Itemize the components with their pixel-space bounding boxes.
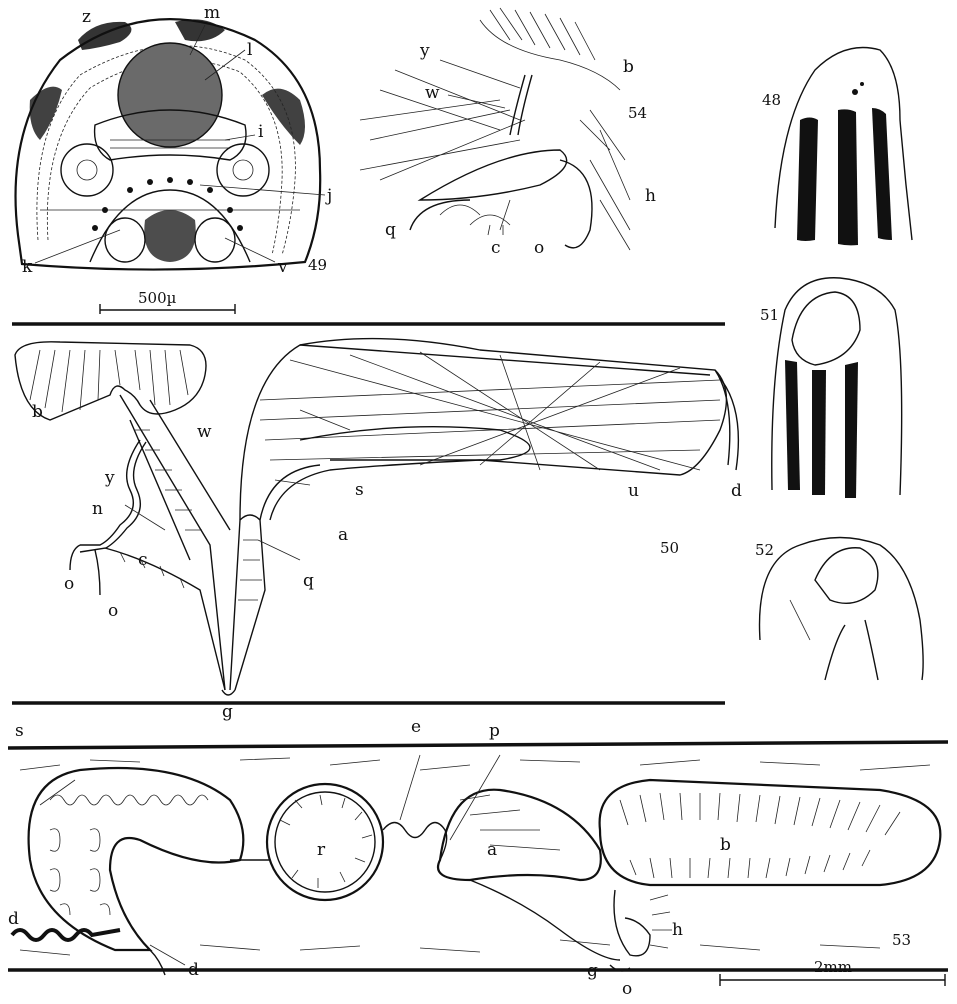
fig49-label-z: z: [82, 7, 91, 27]
figure-51: 51: [760, 278, 902, 498]
fig53-label-h: h: [672, 920, 683, 940]
fig54-number: 54: [628, 104, 647, 122]
fig54-label-b: b: [623, 57, 634, 77]
fig53-label-e: e: [411, 717, 421, 737]
fig53-label-d1: d: [8, 909, 19, 929]
fig54-label-c: c: [491, 238, 501, 258]
fig53-scale-label: 2mm: [814, 958, 852, 976]
fig54-label-h: h: [645, 186, 656, 206]
fig49-label-j: j: [325, 186, 332, 206]
fig53-label-o: o: [622, 979, 632, 999]
fig54-label-q: q: [385, 220, 396, 240]
fig53-label-a: a: [487, 840, 497, 860]
fig50-label-a: a: [338, 525, 348, 545]
fig49-label-k: k: [22, 257, 33, 277]
fig48-number: 48: [762, 91, 781, 109]
fig53-label-d2: d: [188, 960, 199, 980]
figure-52: 52: [755, 538, 923, 681]
fig51-number: 51: [760, 306, 779, 324]
figure-54: y w b h q c o 54: [360, 8, 656, 258]
fig49-label-l: l: [247, 40, 252, 60]
fig50-label-s: s: [355, 480, 364, 500]
figure-49-cross-section: z m l i j k v 49 500µ: [16, 3, 333, 314]
fig50-label-o2: o: [108, 601, 118, 621]
fig50-label-c: c: [138, 550, 148, 570]
fig53-label-g: g: [587, 961, 598, 981]
fig53-label-p: p: [489, 721, 500, 741]
fig52-number: 52: [755, 541, 774, 559]
fig49-scale-label: 500µ: [138, 289, 177, 307]
fig49-label-i: i: [258, 122, 264, 142]
fig53-label-b: b: [720, 835, 731, 855]
fig49-label-m: m: [204, 3, 220, 23]
fig50-label-o1: o: [64, 574, 74, 594]
fig50-label-g: g: [222, 702, 233, 722]
fig54-label-o: o: [534, 238, 544, 258]
fig50-label-q: q: [303, 571, 314, 591]
fig53-label-s: s: [15, 721, 24, 741]
fig54-label-y: y: [419, 41, 430, 61]
fig50-label-u: u: [628, 481, 639, 501]
fig53-label-r: r: [317, 840, 326, 860]
fig49-label-v: v: [277, 257, 288, 277]
figure-50-longitudinal: b w y n c o o s a q u d g 50: [15, 339, 742, 722]
fig50-label-n: n: [92, 499, 103, 519]
fig49-number: 49: [308, 256, 327, 274]
fig50-number: 50: [660, 539, 679, 557]
fig50-label-w: w: [197, 422, 212, 442]
figure-53-longitudinal: s e p r a b h d d g o 53 2mm: [8, 717, 948, 999]
fig53-number: 53: [892, 931, 911, 949]
figure-48: 48: [762, 48, 912, 246]
fig50-label-b: b: [32, 402, 43, 422]
fig54-label-w: w: [425, 83, 440, 103]
fig50-label-y: y: [104, 468, 115, 488]
fig50-label-d: d: [731, 481, 742, 501]
